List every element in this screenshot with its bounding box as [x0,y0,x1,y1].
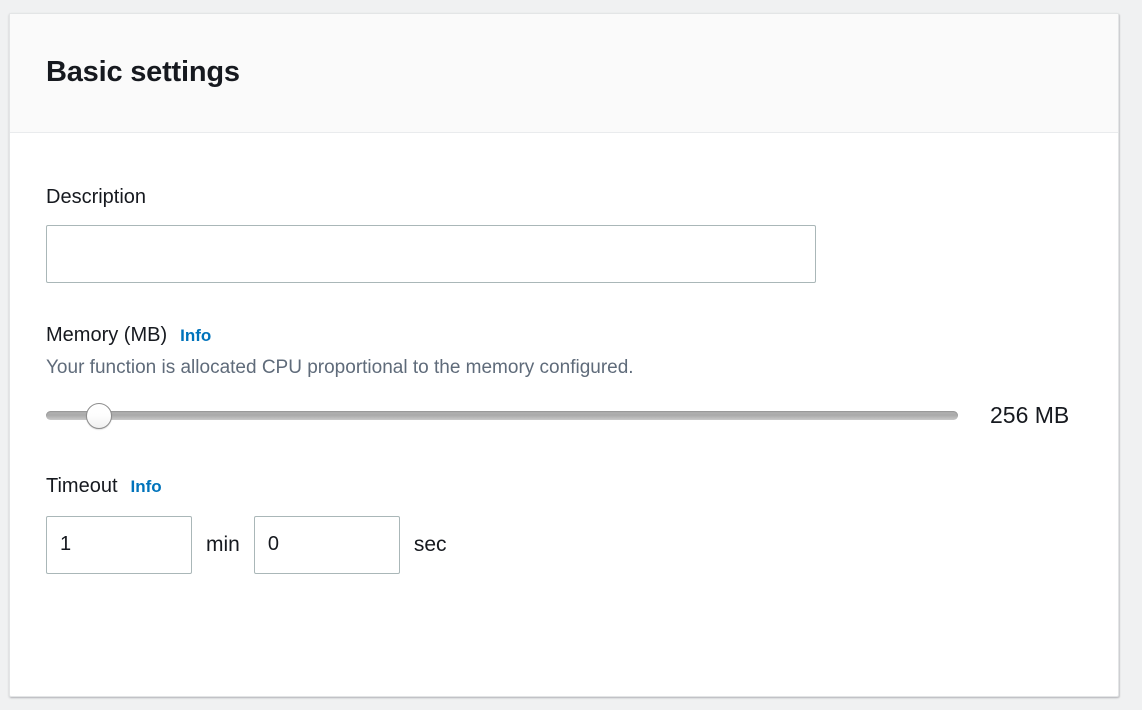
slider-track[interactable] [46,411,958,421]
timeout-seconds-unit: sec [413,532,447,556]
description-label-row: Description [46,185,1082,209]
timeout-seconds-input[interactable] [253,515,400,574]
timeout-label-row: Timeout Info [46,474,1082,498]
timeout-field-group: Timeout Info min sec [46,474,1082,574]
page-title: Basic settings [46,56,240,89]
card-body: Description Memory (MB) Info Your functi… [10,133,1118,574]
timeout-label: Timeout [46,474,118,497]
description-input[interactable] [46,225,816,283]
memory-field-group: Memory (MB) Info Your function is alloca… [46,323,1082,430]
memory-value-label: 256 MB [990,402,1070,429]
memory-slider[interactable] [46,402,958,430]
memory-label-row: Memory (MB) Info [46,323,1082,347]
basic-settings-card: Basic settings Description Memory (MB) I… [9,13,1119,697]
slider-thumb[interactable] [85,402,112,429]
memory-label: Memory (MB) [46,324,168,346]
memory-helper-text: Your function is allocated CPU proportio… [46,357,634,378]
card-header: Basic settings [10,14,1118,133]
timeout-info-link[interactable]: Info [130,476,162,496]
description-label: Description [46,186,147,208]
timeout-inputs-row: min sec [46,515,1082,574]
memory-slider-row: 256 MB [46,402,1082,430]
timeout-minutes-input[interactable] [46,515,192,574]
timeout-minutes-unit: min [206,532,240,556]
description-field-group: Description [46,185,1082,283]
memory-info-link[interactable]: Info [180,326,212,345]
